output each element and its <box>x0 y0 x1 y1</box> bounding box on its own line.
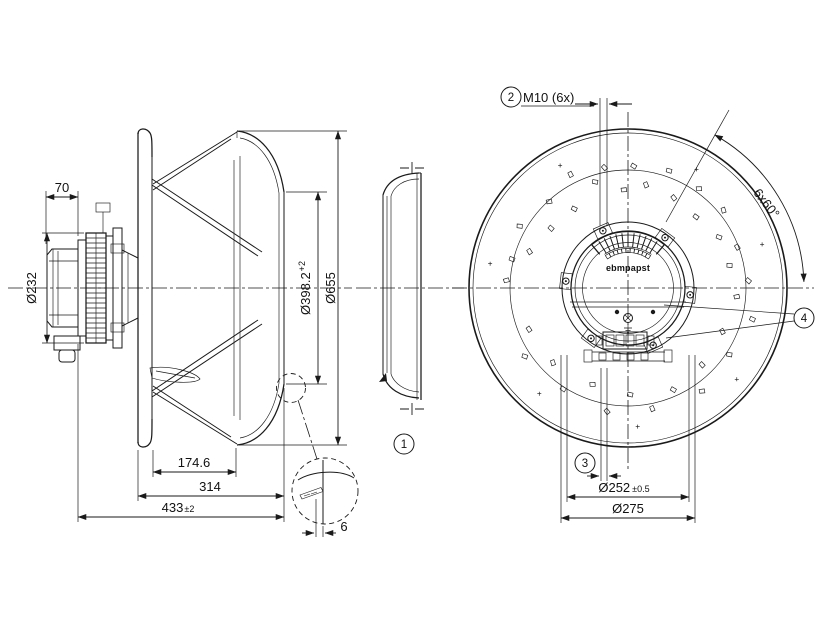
blade-circle <box>509 169 747 407</box>
center-screw <box>623 313 633 323</box>
dim-174-6: 174.6 <box>178 455 211 470</box>
dim-6: 6 <box>340 519 347 534</box>
inlet-ring-section: 1 <box>356 162 464 455</box>
side-view-dimensions: 70 Ø232 Ø398.2+2 Ø655 174.6 314 433±2 <box>24 130 347 522</box>
motor-fins <box>86 237 106 339</box>
impeller-back-plate <box>137 128 153 448</box>
balloon-4: 4 <box>801 313 808 325</box>
blade-rivet-tabs <box>488 162 765 429</box>
rotor-fins <box>598 233 658 260</box>
front-view-dimensions: Ø252±0.5 Ø275 3 <box>560 355 696 523</box>
balloon-2: 2 <box>508 92 514 104</box>
impeller-outer-circle <box>468 128 788 448</box>
balloon-3: 3 <box>582 458 588 470</box>
front-view: ebmpapst <box>452 86 815 523</box>
svg-text:1: 1 <box>401 439 407 451</box>
shroud-side <box>236 130 285 446</box>
dim-314: 314 <box>199 479 221 494</box>
brand-logo: ebmpapst <box>606 263 650 273</box>
detail-callout: 6 <box>276 373 359 537</box>
terminal-block <box>583 331 673 363</box>
dim-d655: Ø655 <box>323 272 338 304</box>
label-6x60: 6x60° <box>750 185 782 221</box>
balloon-1: 1 <box>393 433 415 455</box>
dim-d232: Ø232 <box>24 272 39 304</box>
dim-433: 433±2 <box>162 500 195 515</box>
hub: ebmpapst <box>559 221 697 363</box>
dim-d252: Ø252±0.5 <box>598 480 649 495</box>
blades-side <box>149 131 263 445</box>
dim-d398: Ø398.2+2 <box>297 261 313 315</box>
fastener-callout: 4 <box>663 304 815 339</box>
ground-symbol <box>624 324 632 334</box>
motor-side <box>46 202 139 363</box>
dim-70: 70 <box>55 180 69 195</box>
mounting-holes-callout: 2 M10 (6x) <box>500 86 632 226</box>
inlet-ring-lip <box>379 373 387 382</box>
label-m10: M10 (6x) <box>523 90 574 105</box>
dim-d275: Ø275 <box>612 501 644 516</box>
mounting-lugs <box>559 222 697 354</box>
side-view: 70 Ø232 Ø398.2+2 Ø655 174.6 314 433±2 <box>8 128 359 537</box>
